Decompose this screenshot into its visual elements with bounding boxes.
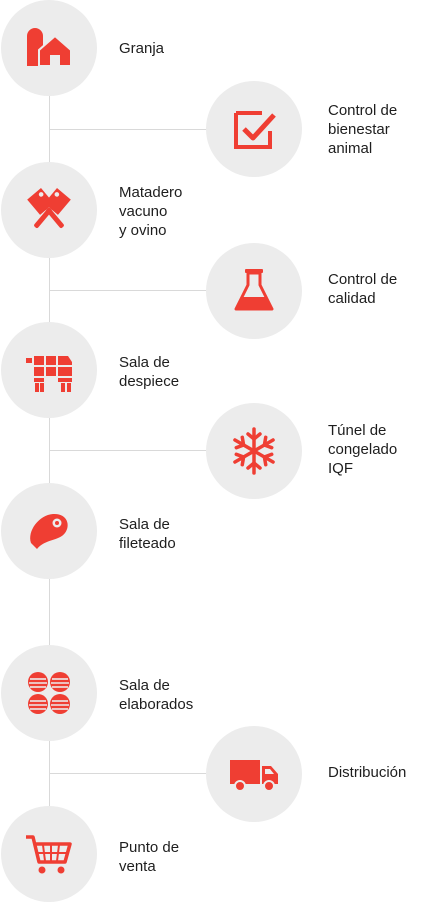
step-filleting-node (1, 483, 97, 579)
step-retail-node (1, 806, 97, 902)
step-farm-node (1, 0, 97, 96)
step-cutting-label: Sala de despiece (119, 354, 180, 390)
branch-freezing-node (206, 403, 302, 499)
lab-flask-icon (234, 269, 274, 311)
shopping-cart-icon (26, 835, 72, 874)
step-cutting-node (1, 322, 97, 418)
step-slaughterhouse-label: Matadero vacuno y ovino (119, 184, 183, 239)
main-timeline-line (49, 95, 50, 815)
branch-quality-node (206, 243, 302, 339)
step-processed-node (1, 645, 97, 741)
branch-distribution-node (206, 726, 302, 822)
branch-connector-quality (50, 290, 210, 291)
branch-freezing-label: Túnel de congelado IQF (328, 422, 398, 477)
branch-connector-freezing (50, 450, 210, 451)
snowflake-icon (233, 427, 275, 475)
step-retail-label: Punto de venta (119, 839, 180, 875)
checkbox-icon (234, 111, 276, 149)
cow-cuts-icon (26, 356, 72, 392)
branch-connector-welfare (50, 129, 210, 130)
step-filleting-label: Sala de fileteado (119, 516, 176, 552)
step-slaughterhouse-node (1, 162, 97, 258)
step-farm-label: Granja (119, 40, 165, 57)
steak-icon (30, 513, 68, 549)
branch-connector-distribution (50, 773, 210, 774)
branch-welfare-node (206, 81, 302, 177)
branch-quality-label: Control de calidad (328, 271, 398, 307)
burger-patties-icon (28, 672, 70, 714)
crossed-cleavers-icon (27, 188, 71, 228)
branch-welfare-label: Control de bienestar animal (328, 102, 398, 157)
farm-house-icon (27, 28, 72, 67)
step-processed-label: Sala de elaborados (119, 677, 194, 713)
delivery-truck-icon (230, 760, 278, 792)
branch-distribution-label: Distribución (328, 764, 407, 781)
